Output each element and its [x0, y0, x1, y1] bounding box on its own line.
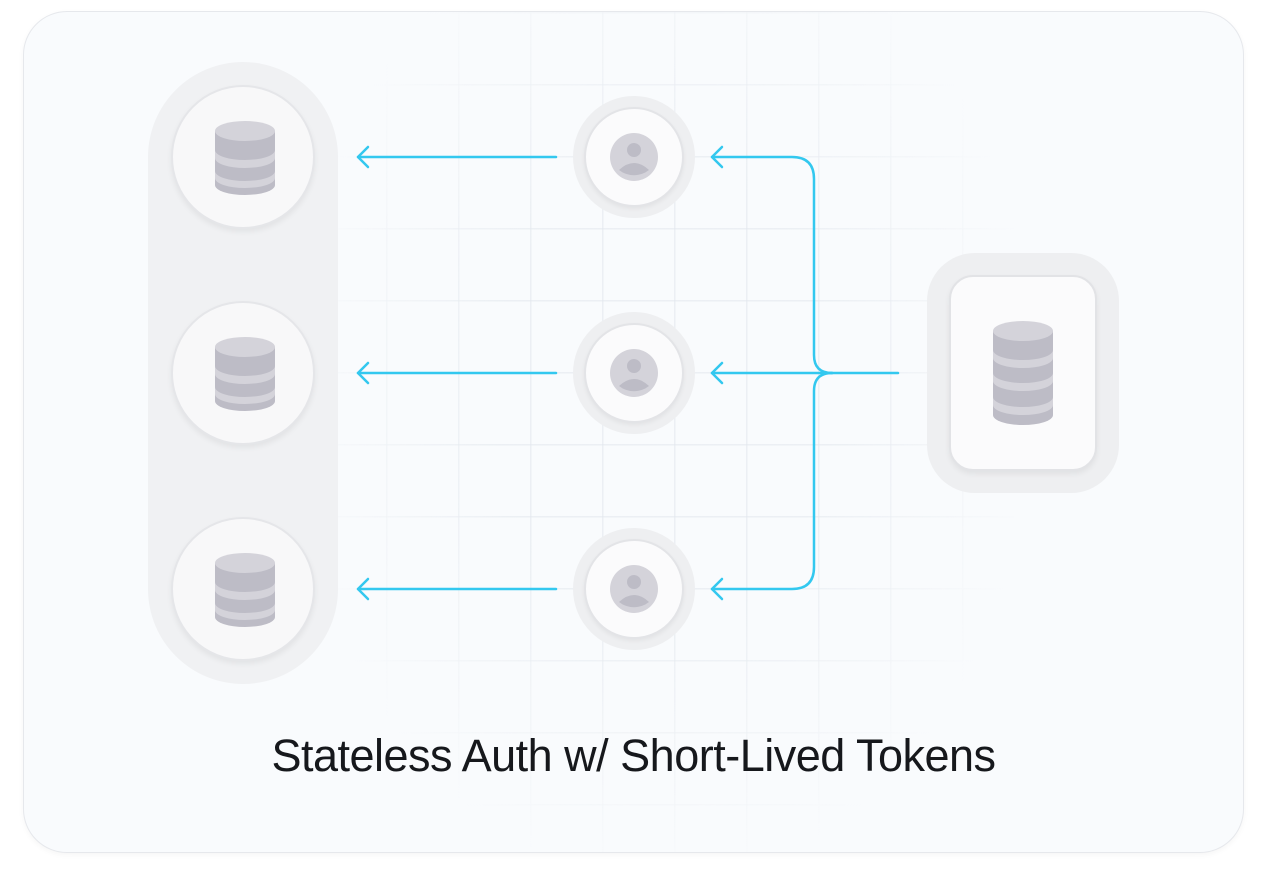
user-node-3: [573, 528, 695, 650]
user-icon: [610, 133, 658, 181]
database-node-2: [171, 301, 315, 445]
arrowhead-icon: [710, 145, 724, 169]
user-icon: [610, 349, 658, 397]
arrow-line: [710, 155, 834, 375]
arrowhead-icon: [710, 577, 724, 601]
arrowhead-icon: [710, 361, 724, 385]
database-icon: [215, 337, 275, 411]
user-node-1: [573, 96, 695, 218]
user-node-2: [573, 312, 695, 434]
diagram-card: Stateless Auth w/ Short-Lived Tokens: [23, 11, 1244, 853]
arrowhead-icon: [356, 361, 370, 385]
flow-arrows: [356, 145, 900, 601]
source-database-node: [927, 253, 1119, 493]
database-node-3: [171, 517, 315, 661]
diagram-title: Stateless Auth w/ Short-Lived Tokens: [271, 730, 996, 781]
arrowhead-icon: [356, 145, 370, 169]
database-node-1: [171, 85, 315, 229]
arrow-line: [710, 371, 834, 591]
database-icon: [215, 121, 275, 195]
user-circle: [584, 107, 684, 207]
database-icon: [993, 321, 1053, 425]
user-icon: [610, 565, 658, 613]
source-database-box: [949, 275, 1097, 471]
database-icon: [215, 553, 275, 627]
user-circle: [584, 539, 684, 639]
arrowhead-icon: [356, 577, 370, 601]
user-circle: [584, 323, 684, 423]
